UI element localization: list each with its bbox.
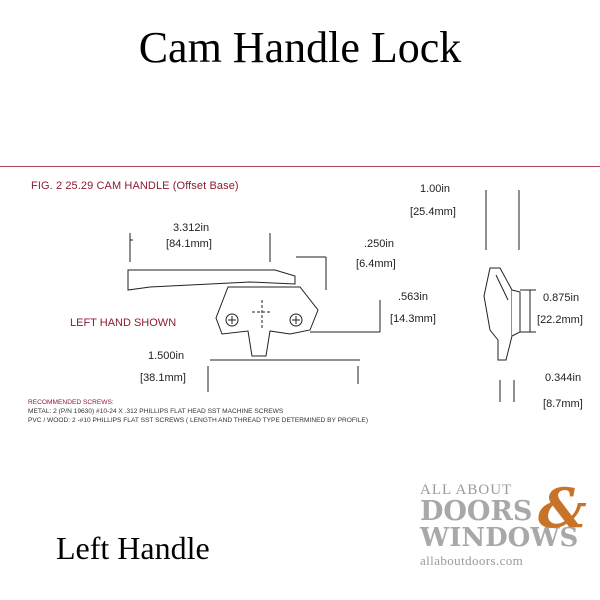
screws-heading: RECOMMENDED SCREWS: bbox=[28, 399, 114, 406]
figure-caption: FIG. 2 25.29 CAM HANDLE (Offset Base) bbox=[31, 180, 239, 192]
thick-mm-label: [8.7mm] bbox=[543, 398, 583, 410]
side-in-label: 0.875in bbox=[543, 292, 580, 304]
length-in-label: 3.312in bbox=[173, 222, 210, 234]
handle-base bbox=[215, 286, 319, 357]
base-mm-label: [38.1mm] bbox=[140, 372, 186, 384]
offset-mm-label: [6.4mm] bbox=[356, 258, 396, 270]
screw-hole-right bbox=[289, 313, 303, 327]
handle-side-label: Left Handle bbox=[56, 530, 210, 566]
height-mm-label: [14.3mm] bbox=[390, 313, 436, 325]
depth-in-label: 1.00in bbox=[420, 183, 450, 195]
base-in-label: 1.500in bbox=[148, 350, 185, 362]
left-hand-shown-label: LEFT HAND SHOWN bbox=[70, 317, 177, 329]
logo-line1: ALL ABOUT bbox=[420, 482, 513, 498]
logo-url: allaboutdoors.com bbox=[420, 553, 524, 568]
length-mm-label: [84.1mm] bbox=[166, 238, 212, 250]
thick-in-label: 0.344in bbox=[545, 372, 582, 384]
handle-lever bbox=[127, 269, 296, 291]
height-in-label: .563in bbox=[398, 291, 428, 303]
screws-pvc-wood: PVC / WOOD: 2 -#10 PHILLIPS FLAT SST SCR… bbox=[28, 417, 369, 425]
logo-line2: DOORS bbox=[420, 496, 533, 527]
brand-logo: ALL ABOUT DOORS & WINDOWS allaboutdoors.… bbox=[420, 476, 590, 569]
recommended-screws: RECOMMENDED SCREWS: METAL: 2 (P/N 19630)… bbox=[28, 398, 368, 426]
side-mm-label: [22.2mm] bbox=[537, 314, 583, 326]
depth-mm-label: [25.4mm] bbox=[410, 206, 456, 218]
dim-bracket bbox=[129, 239, 133, 246]
screw-hole-left bbox=[225, 313, 239, 327]
page-title: Cam Handle Lock bbox=[138, 23, 462, 72]
screws-metal: METAL: 2 (P/N 19630) #10-24 X .312 PHILL… bbox=[28, 408, 284, 416]
offset-in-label: .250in bbox=[364, 238, 394, 250]
logo-ampersand: & bbox=[538, 476, 587, 540]
side-view-body bbox=[483, 267, 513, 361]
divider-line bbox=[0, 166, 600, 167]
logo-line3: WINDOWS bbox=[420, 523, 579, 553]
